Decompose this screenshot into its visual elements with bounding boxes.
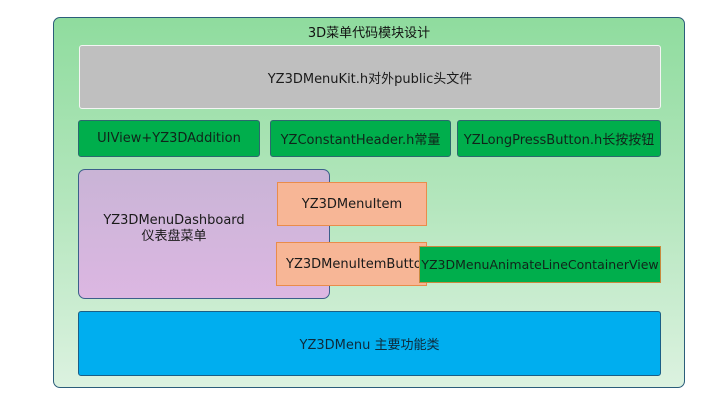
menu-item-label: YZ3DMenuItem [301, 196, 403, 212]
dashboard-label-cn: 仪表盘菜单 [141, 229, 207, 244]
uiview-addition-box: UIView+YZ3DAddition [78, 120, 260, 157]
constant-header-label: YZConstantHeader.h常量 [280, 133, 441, 148]
animate-line-container-box: YZ3DMenuAnimateLineContainerView [419, 246, 661, 283]
animate-line-container-label: YZ3DMenuAnimateLineContainerView [421, 257, 659, 272]
dashboard-label-en: YZ3DMenuDashboard [103, 213, 245, 228]
long-press-button-box: YZLongPressButton.h长按按钮 [457, 120, 661, 157]
menu-item-box: YZ3DMenuItem [277, 182, 427, 226]
long-press-button-label: YZLongPressButton.h长按按钮 [463, 133, 655, 148]
diagram-title: 3D菜单代码模块设计 [307, 25, 431, 41]
uiview-addition-label: UIView+YZ3DAddition [97, 131, 241, 146]
public-header-label: YZ3DMenuKit.h对外public头文件 [267, 71, 473, 87]
main-class-box: YZ3DMenu 主要功能类 [78, 311, 661, 376]
public-header-box: YZ3DMenuKit.h对外public头文件 [79, 45, 661, 109]
main-class-label: YZ3DMenu 主要功能类 [299, 338, 440, 353]
menu-item-button-label: YZ3DMenuItemButton [286, 256, 430, 272]
constant-header-box: YZConstantHeader.h常量 [270, 120, 451, 157]
menu-item-button-box: YZ3DMenuItemButton [276, 242, 430, 286]
